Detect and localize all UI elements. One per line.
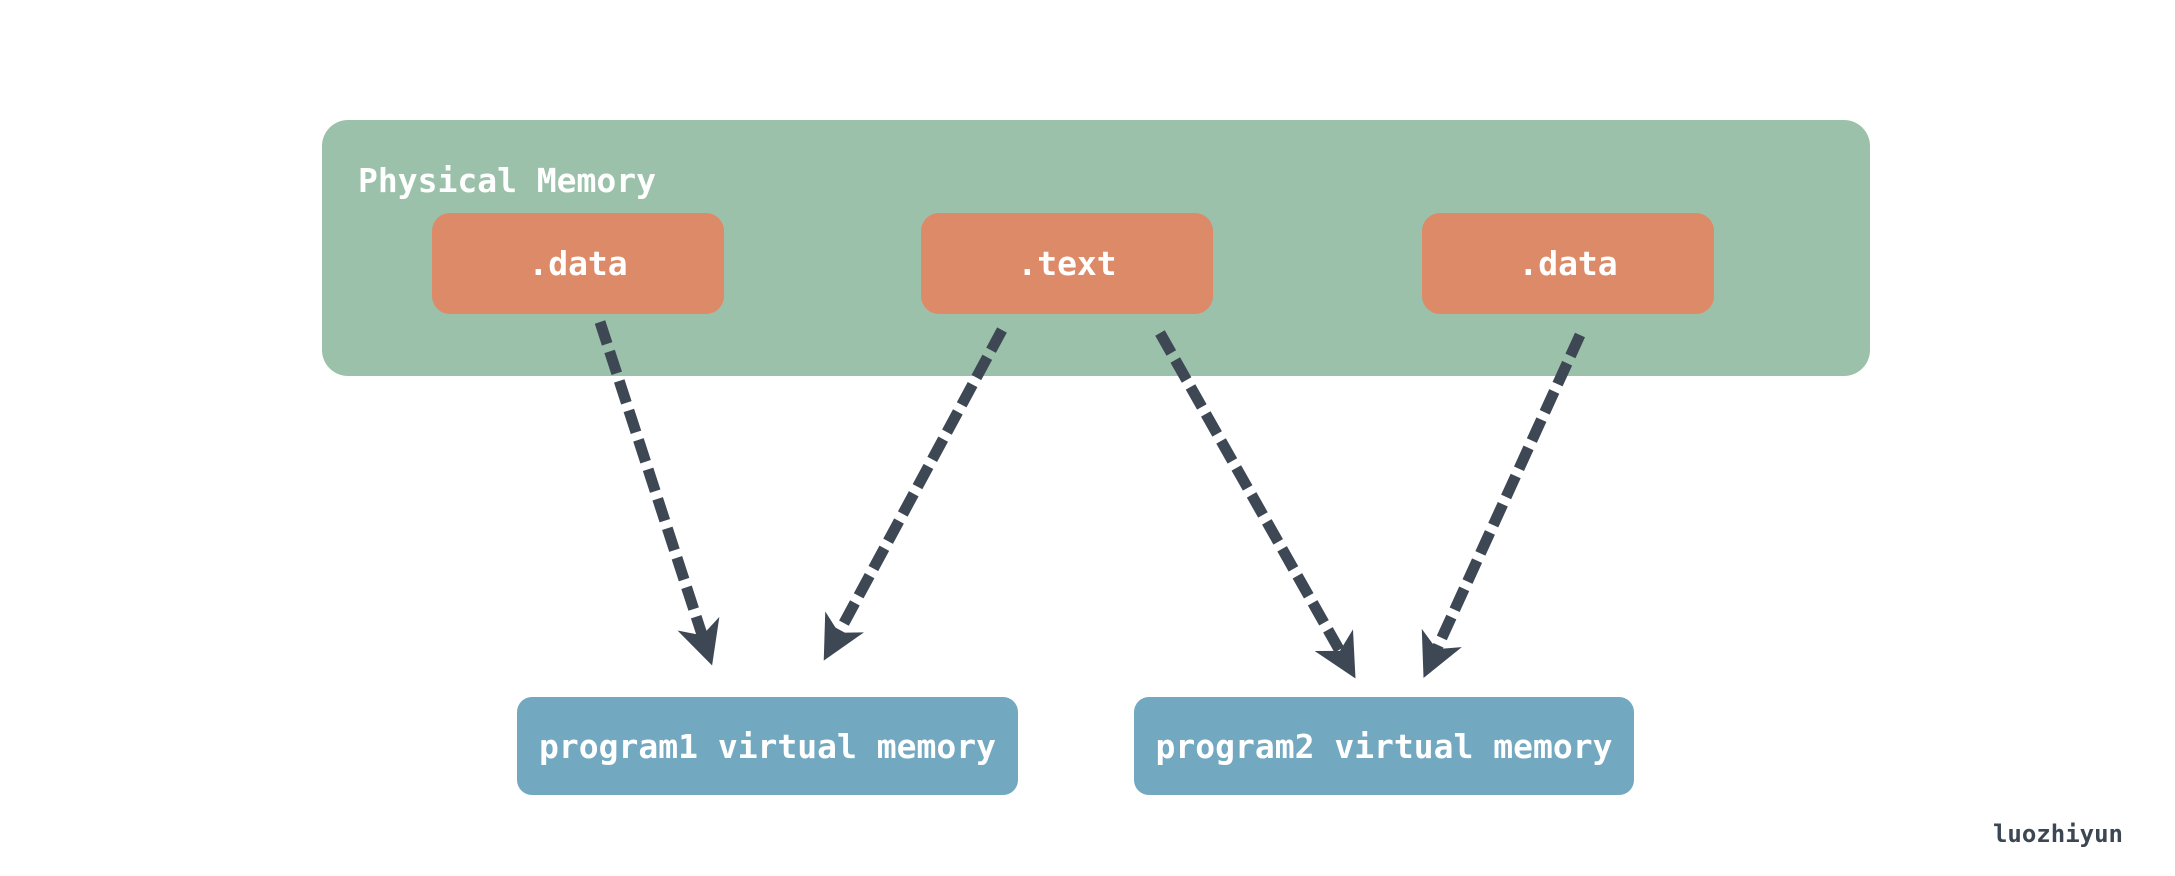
arrow-data2-to-program2 xyxy=(1421,332,1586,679)
arrow-text-to-program1 xyxy=(823,327,1007,661)
watermark: luozhiyun xyxy=(1992,820,2123,848)
physical-memory-box: Physical Memory .data .text .data xyxy=(322,120,1870,376)
program2-virtual-memory-box: program2 virtual memory xyxy=(1134,697,1634,795)
arrow-text-to-program2 xyxy=(1155,330,1356,679)
physical-memory-label: Physical Memory xyxy=(358,161,657,200)
segment-data-2: .data xyxy=(1422,213,1714,314)
segment-data-1: .data xyxy=(432,213,724,314)
segment-text: .text xyxy=(921,213,1213,314)
program1-virtual-memory-box: program1 virtual memory xyxy=(517,697,1018,795)
